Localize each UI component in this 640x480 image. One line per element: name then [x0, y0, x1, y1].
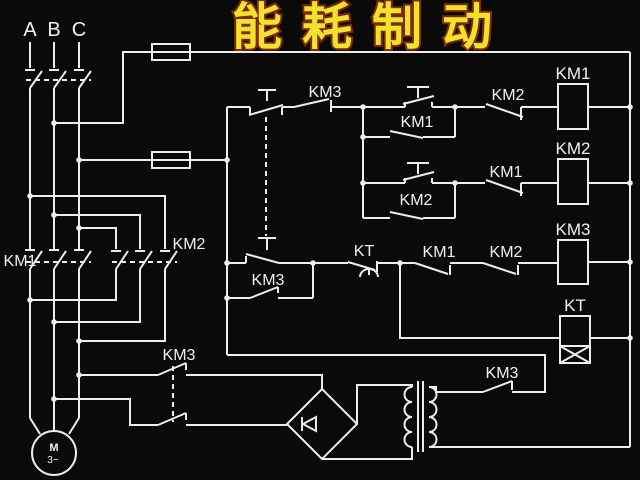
junction-dots — [27, 104, 633, 402]
km2-main-label: KM2 — [173, 236, 206, 253]
km3-nc-row1-label: KM3 — [309, 84, 342, 101]
transformer-secondary-winding — [403, 386, 413, 448]
phase-b-label: B — [47, 19, 60, 41]
diagram-title: 能耗制动 — [232, 0, 512, 55]
km3-main-label: KM3 — [163, 347, 196, 364]
km1-main-label: KM1 — [4, 253, 37, 270]
motor-phase-label: 3~ — [47, 455, 59, 466]
transformer-primary-winding — [428, 386, 438, 448]
km2-coil — [557, 158, 589, 205]
transformer — [322, 381, 438, 460]
kt-coil — [559, 315, 591, 347]
mechanical-links — [26, 79, 267, 422]
fuse-2 — [151, 151, 191, 169]
fuse-1 — [151, 43, 191, 61]
phase-a-label: A — [23, 19, 37, 41]
kt-coil-label: KT — [564, 296, 586, 315]
km2-interlock-label: KM2 — [492, 87, 525, 104]
km2-coil-label: KM2 — [556, 139, 591, 158]
km1-interlock-label: KM1 — [490, 164, 523, 181]
motor: M 3~ — [31, 430, 77, 476]
km2-no-row3-label: KM2 — [490, 244, 523, 261]
control-circuit-wires — [226, 52, 631, 448]
transformer-core — [417, 381, 424, 452]
kt-contact-label: KT — [354, 243, 375, 260]
km3-coil — [557, 239, 589, 285]
km1-coil-label: KM1 — [556, 64, 591, 83]
km3-parallel-label: KM3 — [252, 272, 285, 289]
km1-no-row3-label: KM1 — [423, 244, 456, 261]
diode-icon — [300, 415, 317, 433]
km1-selfhold-label: KM1 — [401, 114, 434, 131]
motor-letter: M — [49, 442, 58, 454]
km2-selfhold-label: KM2 — [400, 192, 433, 209]
coils — [557, 83, 591, 364]
motor-circle — [31, 430, 77, 476]
phase-c-label: C — [72, 19, 86, 41]
kt-delay-box — [559, 345, 591, 364]
km3-coil-label: KM3 — [556, 220, 591, 239]
km3-transformer-label: KM3 — [486, 365, 519, 382]
rectifier-bridge — [285, 387, 359, 461]
km1-coil — [557, 83, 589, 130]
